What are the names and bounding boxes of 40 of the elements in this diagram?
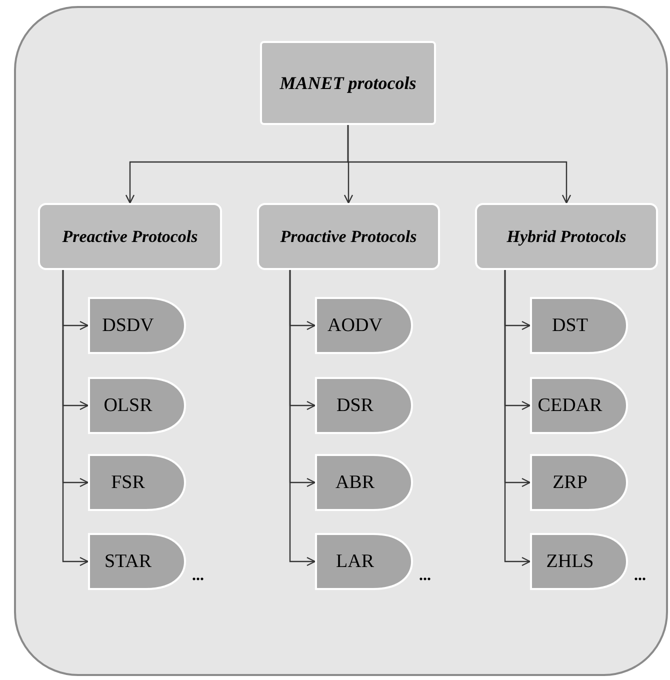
ellipsis-text: ... — [192, 568, 204, 584]
protocol-name: ABR — [334, 470, 376, 494]
protocol-tab-shape — [315, 297, 413, 354]
protocol-name: ZRP — [552, 470, 588, 494]
category-box — [475, 203, 658, 270]
protocol-tab-shape — [530, 297, 628, 354]
protocol-tab-shape — [530, 377, 628, 434]
protocol-name: CEDAR — [536, 394, 604, 418]
protocol-name: FSR — [110, 470, 146, 494]
protocol-name: LAR — [335, 550, 375, 574]
panel-background — [14, 6, 668, 676]
protocol-name: DST — [551, 314, 589, 338]
protocol-name: OLSR — [102, 394, 154, 418]
ellipsis-text: ... — [634, 568, 646, 584]
root-title: MANET protocols — [280, 72, 416, 94]
protocol-name: AODV — [326, 314, 384, 338]
protocol-name: DSDV — [101, 314, 155, 338]
connector-arrow — [62, 270, 89, 566]
protocol-tab-shape — [315, 533, 413, 590]
category-title: Hybrid Protocols — [506, 226, 626, 248]
connector-arrow — [504, 270, 531, 566]
protocol-tab-shape — [88, 377, 186, 434]
category-title: Proactive Protocols — [280, 226, 417, 248]
connector-arrow — [347, 125, 572, 204]
protocol-tab-shape — [315, 377, 413, 434]
ellipsis-text: ... — [419, 568, 431, 584]
category-box — [38, 203, 222, 270]
protocol-tab-shape — [88, 533, 186, 590]
protocol-name: STAR — [103, 550, 153, 574]
category-title: Preactive Protocols — [62, 226, 198, 248]
protocol-tab-shape — [530, 454, 628, 511]
protocol-tab-shape — [88, 297, 186, 354]
protocol-tab-shape — [315, 454, 413, 511]
root-box — [260, 41, 436, 125]
connector-arrow — [289, 270, 316, 566]
protocol-tab-shape — [530, 533, 628, 590]
protocol-tab-shape — [88, 454, 186, 511]
protocol-name: ZHLS — [545, 550, 595, 574]
category-box — [257, 203, 440, 270]
protocol-name: DSR — [336, 394, 374, 418]
